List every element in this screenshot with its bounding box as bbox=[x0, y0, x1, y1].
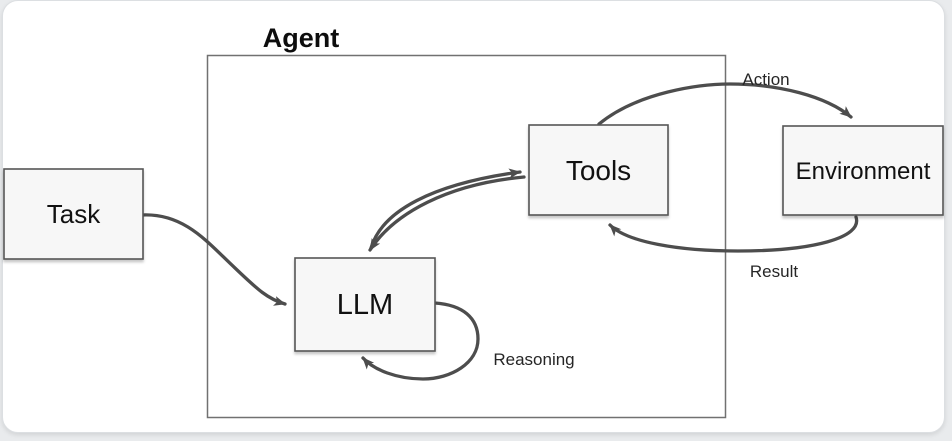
edge-label-result: Result bbox=[750, 262, 798, 281]
node-llm: LLM bbox=[294, 257, 436, 352]
llm-label: LLM bbox=[337, 289, 393, 321]
node-task: Task bbox=[3, 168, 144, 260]
edge-tools-to-llm bbox=[368, 175, 526, 252]
task-box bbox=[3, 168, 144, 260]
agent-container-title: Agent bbox=[263, 23, 340, 53]
edge-label-action: Action bbox=[742, 70, 789, 89]
edge-llm-self-loop-reasoning bbox=[361, 301, 480, 381]
environment-label: Environment bbox=[796, 158, 931, 185]
task-label: Task bbox=[47, 199, 101, 229]
edge-llm-to-tools bbox=[369, 168, 522, 250]
edge-environment-to-tools-result bbox=[608, 215, 859, 253]
environment-box bbox=[782, 125, 944, 216]
edge-label-reasoning: Reasoning bbox=[493, 350, 574, 369]
agent-container-box bbox=[206, 54, 727, 419]
tools-box bbox=[528, 124, 669, 216]
tools-label: Tools bbox=[566, 155, 631, 186]
node-tools: Tools bbox=[528, 124, 669, 216]
llm-box bbox=[294, 257, 436, 352]
edge-task-to-llm bbox=[140, 213, 287, 306]
edge-tools-to-environment-action bbox=[597, 82, 853, 126]
node-environment: Environment bbox=[782, 125, 944, 216]
